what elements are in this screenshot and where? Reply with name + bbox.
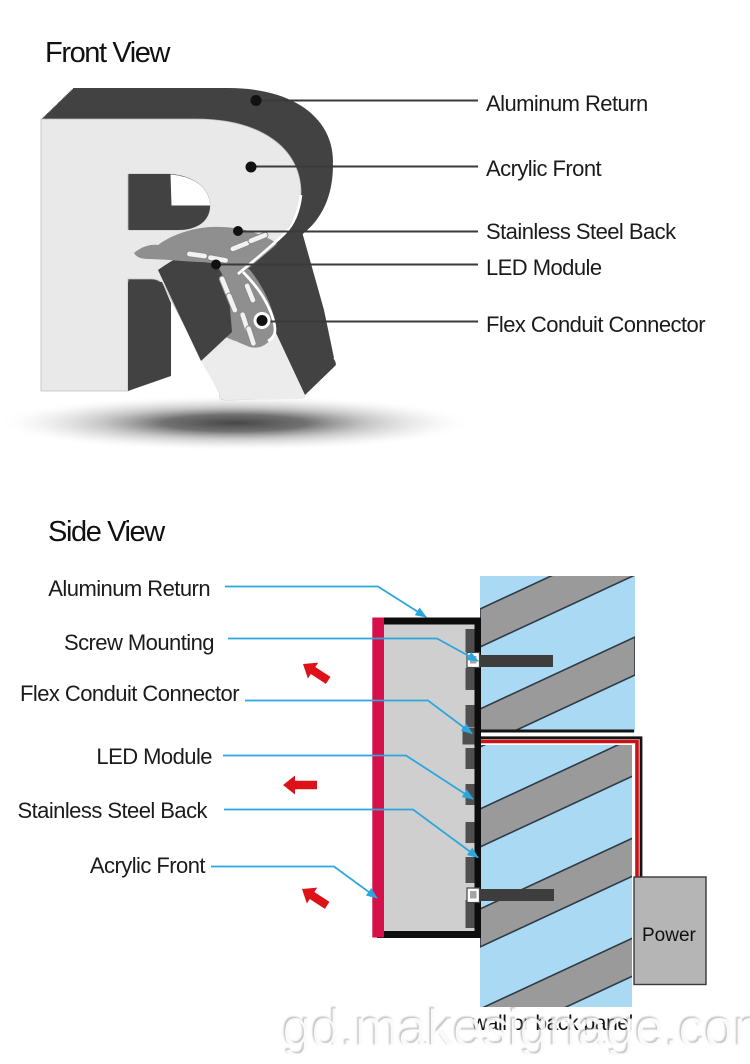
svg-text:Acrylic Front: Acrylic Front: [90, 853, 206, 878]
svg-text:Aluminum Return: Aluminum Return: [486, 91, 648, 116]
svg-text:Stainless Steel Back: Stainless Steel Back: [17, 798, 208, 823]
svg-text:gd.makesignage.com: gd.makesignage.com: [283, 1000, 750, 1058]
svg-text:Power: Power: [642, 925, 697, 946]
svg-text:Screw Mounting: Screw Mounting: [64, 630, 214, 655]
svg-text:wall or back panel: wall or back panel: [471, 1012, 633, 1035]
svg-text:Acrylic Front: Acrylic Front: [486, 156, 602, 181]
svg-text:Flex Conduit Connector: Flex Conduit Connector: [20, 681, 239, 706]
svg-text:Front View: Front View: [45, 37, 172, 69]
svg-text:LED Module: LED Module: [486, 255, 602, 280]
svg-text:Stainless Steel Back: Stainless Steel Back: [486, 219, 677, 244]
svg-text:Side View: Side View: [48, 516, 166, 548]
svg-text:Aluminum Return: Aluminum Return: [48, 576, 210, 601]
svg-text:LED Module: LED Module: [96, 744, 212, 769]
svg-text:Flex Conduit Connector: Flex Conduit Connector: [486, 312, 705, 337]
